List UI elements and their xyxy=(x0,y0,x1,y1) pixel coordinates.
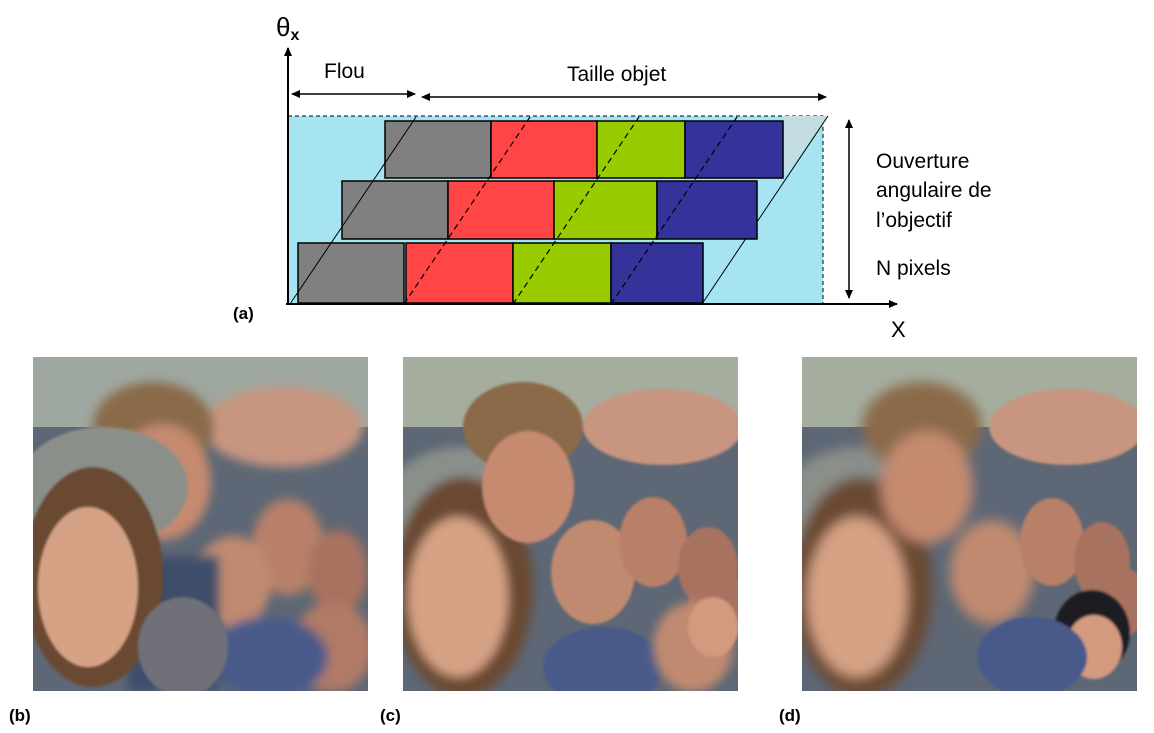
block-gray-row2 xyxy=(341,180,449,240)
right-triangle xyxy=(783,116,828,178)
n-pixels-label: N pixels xyxy=(876,257,951,280)
photo-panel-d xyxy=(802,357,1137,691)
panel-label-d: (d) xyxy=(779,706,801,725)
photo-panel-b xyxy=(33,357,368,691)
block-green-row2 xyxy=(553,180,658,240)
diagonal-dashed-3 xyxy=(610,116,738,305)
photo-panel-c xyxy=(403,357,738,691)
diagonal-solid xyxy=(289,116,417,305)
panel-label-b: (b) xyxy=(9,706,31,725)
y-axis-label: θx xyxy=(276,12,299,44)
block-blue-row1 xyxy=(684,120,784,179)
diagonal-dashed-1 xyxy=(403,116,531,305)
ouverture-label-line1: Ouverture xyxy=(876,150,969,173)
plenoptic-diagram: θx X Flou Taille objet Ouverture angulai… xyxy=(233,12,992,342)
block-gray-row3 xyxy=(297,242,405,304)
panel-label-a: (a) xyxy=(233,304,254,323)
ouverture-label-line2: angulaire de xyxy=(876,179,992,202)
taille-objet-label: Taille objet xyxy=(567,63,666,86)
block-red-row2 xyxy=(447,180,555,240)
block-gray-row1 xyxy=(384,120,492,179)
right-diagonal xyxy=(701,115,829,305)
x-axis-label: X xyxy=(891,317,906,342)
flou-label: Flou xyxy=(324,60,365,83)
panel-label-c: (c) xyxy=(380,706,401,725)
diagonal-dashed-2 xyxy=(512,116,640,305)
block-green-row1 xyxy=(596,120,686,179)
block-red-row1 xyxy=(490,120,598,179)
block-red-row3 xyxy=(405,242,514,304)
block-blue-row2 xyxy=(656,180,758,240)
block-green-row3 xyxy=(512,242,612,304)
ouverture-label-line3: l’objectif xyxy=(876,209,952,232)
block-blue-row3 xyxy=(610,242,704,304)
